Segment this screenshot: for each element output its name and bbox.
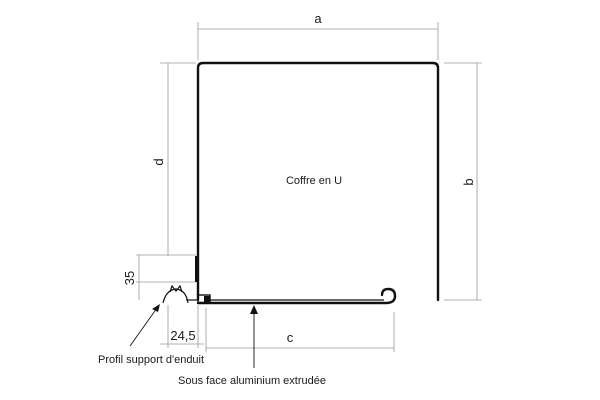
coffre-label: Coffre en U xyxy=(286,175,342,187)
underside-leader xyxy=(250,305,258,368)
dimension-d: d xyxy=(151,62,196,256)
dimension-24-5-label: 24,5 xyxy=(170,328,195,343)
left-fixing-strip xyxy=(195,256,199,282)
corner-clip xyxy=(197,294,211,304)
dimension-a-label: a xyxy=(314,11,322,26)
underside-panel xyxy=(196,287,397,305)
plaster-support-profile xyxy=(162,284,198,304)
dimension-35-label: 35 xyxy=(122,271,137,285)
coffre-u-body xyxy=(196,61,440,302)
profile-caption: Profil support d'enduit xyxy=(98,354,204,366)
dimension-a: a xyxy=(197,11,439,60)
dimension-c-label: c xyxy=(287,330,294,345)
dimension-35: 35 xyxy=(122,254,196,300)
profile-leader xyxy=(129,304,160,347)
dimension-b: b xyxy=(444,62,482,301)
dimension-c: c xyxy=(205,308,395,352)
dimension-d-label: d xyxy=(151,158,166,165)
dimension-b-label: b xyxy=(461,178,476,185)
dimension-24-5: 24,5 xyxy=(160,305,204,348)
underside-caption: Sous face aluminium extrudée xyxy=(178,375,326,387)
